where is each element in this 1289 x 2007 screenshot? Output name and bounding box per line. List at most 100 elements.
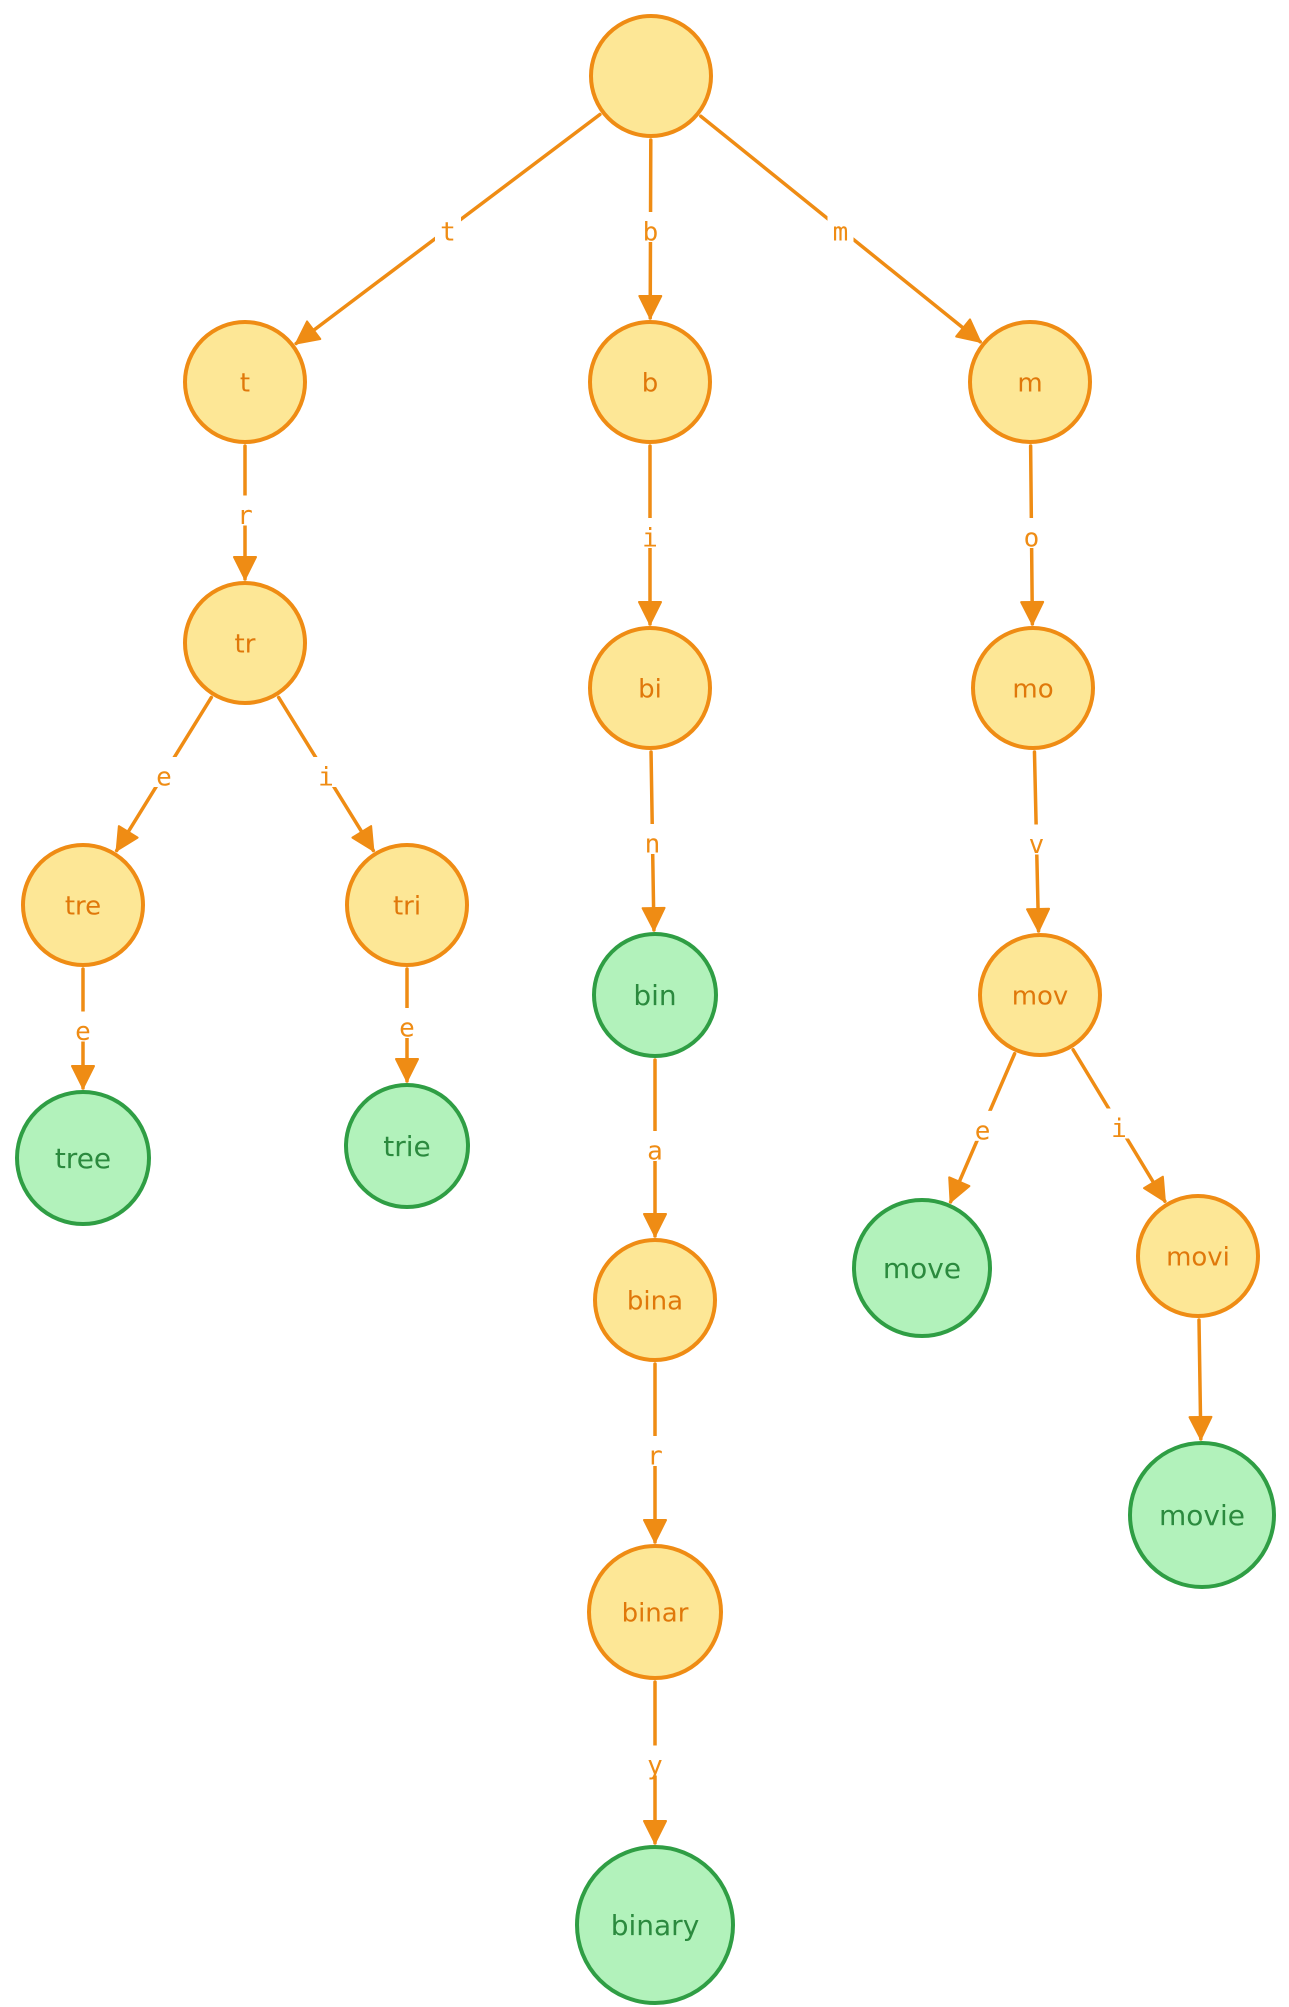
node-bina: bina <box>593 1238 717 1362</box>
edge-label-bg <box>151 757 177 787</box>
node-label: trie <box>383 1130 431 1163</box>
arrowhead-icon <box>638 294 663 320</box>
arrowhead-icon <box>1026 907 1051 933</box>
node-label: mov <box>1012 982 1069 1012</box>
node-movie: movie <box>1128 1441 1276 1589</box>
edge-label: t <box>440 218 456 248</box>
node-label: tri <box>393 892 421 922</box>
prefix-node-circle <box>588 320 712 444</box>
edge-label-bg <box>637 212 664 242</box>
edge-label: o <box>1024 524 1040 554</box>
node-label: bin <box>633 979 676 1012</box>
node-label: tree <box>55 1142 111 1175</box>
edge-label-bg <box>637 518 663 548</box>
edge-root-b: b <box>637 138 664 320</box>
node-bin: bin <box>592 932 718 1058</box>
edge-movi-movie <box>1188 1318 1213 1441</box>
word-node-circle <box>344 1083 470 1209</box>
node-label: t <box>240 369 250 399</box>
node-binar: binar <box>587 1544 723 1680</box>
node-m: m <box>968 320 1092 444</box>
prefix-node-circle <box>968 320 1092 444</box>
edge-label: e <box>399 1014 415 1044</box>
node-label: bina <box>627 1287 683 1317</box>
edge-label-bg <box>1023 824 1050 855</box>
arrowhead-icon <box>638 601 662 625</box>
edge-label-bg <box>827 212 854 242</box>
node-root <box>589 14 713 138</box>
arrowhead-icon <box>351 825 375 852</box>
node-label: tr <box>235 630 256 660</box>
node-bi: bi <box>588 626 712 750</box>
edge-label-bg <box>313 757 339 787</box>
edge-tri-trie: e <box>394 967 420 1083</box>
node-trie: trie <box>344 1083 470 1209</box>
word-node-circle <box>592 932 718 1058</box>
node-label: binar <box>622 1599 689 1629</box>
edge-label-bg <box>394 1008 420 1038</box>
edge-label: i <box>318 763 334 793</box>
edge-root-t: t <box>294 112 602 346</box>
node-label: b <box>642 369 659 399</box>
edge-binar-binary: y <box>642 1680 668 1845</box>
edge-label: a <box>647 1137 663 1167</box>
edge-label-bg <box>1018 518 1045 548</box>
node-label: bi <box>638 675 662 705</box>
word-node-circle <box>852 1198 992 1338</box>
edge-mov-move: e <box>948 1051 1017 1204</box>
edge-bi-bin: n <box>639 750 666 932</box>
node-label: binary <box>611 1909 700 1942</box>
word-node-circle <box>575 1845 735 2005</box>
node-t: t <box>183 320 307 444</box>
node-label: m <box>1017 369 1042 399</box>
node-tri: tri <box>345 843 469 967</box>
node-label: mo <box>1012 675 1053 705</box>
prefix-node-circle <box>593 1238 717 1362</box>
edge-label: n <box>645 830 661 860</box>
word-node-circle <box>15 1090 151 1226</box>
arrowhead-icon <box>295 320 322 345</box>
edge-bin-bina: a <box>642 1058 668 1238</box>
edge-t-tr: r <box>232 444 258 581</box>
edge-tre-tree: e <box>70 967 96 1090</box>
node-move: move <box>852 1198 992 1338</box>
prefix-node-circle <box>345 843 469 967</box>
arrowhead-icon <box>955 318 982 343</box>
node-movi: movi <box>1136 1194 1260 1318</box>
arrowhead-icon <box>1020 600 1045 626</box>
node-tre: tre <box>21 843 145 967</box>
prefix-node-circle <box>587 1544 723 1680</box>
arrowhead-icon <box>643 1820 667 1844</box>
arrowhead-icon <box>1188 1415 1213 1441</box>
node-mov: mov <box>978 933 1102 1057</box>
edge-root-m: m <box>699 114 982 344</box>
edge-label: r <box>237 501 253 531</box>
arrowhead-icon <box>71 1065 95 1089</box>
edge-label: e <box>75 1017 91 1047</box>
node-tr: tr <box>183 581 307 705</box>
edge-bina-binar: r <box>642 1362 668 1544</box>
edge-b-bi: i <box>637 444 663 626</box>
edge-label-bg <box>642 1745 668 1776</box>
edge-label: r <box>647 1442 663 1472</box>
edge-label: m <box>833 218 849 248</box>
node-tree: tree <box>15 1090 151 1226</box>
root-node-circle <box>589 14 713 138</box>
edge-label-bg <box>642 1131 668 1161</box>
edge-label: v <box>1029 830 1045 860</box>
edge-mov-movi: i <box>1071 1047 1167 1204</box>
arrowhead-icon <box>233 556 257 580</box>
node-label: move <box>883 1252 961 1285</box>
node-label: tre <box>65 892 101 922</box>
node-b: b <box>588 320 712 444</box>
edge-label: b <box>643 218 659 248</box>
node-label: movi <box>1166 1243 1230 1273</box>
prefix-node-circle <box>978 933 1102 1057</box>
edge-mo-mov: v <box>1023 750 1051 933</box>
prefix-node-circle <box>1136 1194 1260 1318</box>
node-binary: binary <box>575 1845 735 2005</box>
node-label: movie <box>1159 1499 1245 1532</box>
